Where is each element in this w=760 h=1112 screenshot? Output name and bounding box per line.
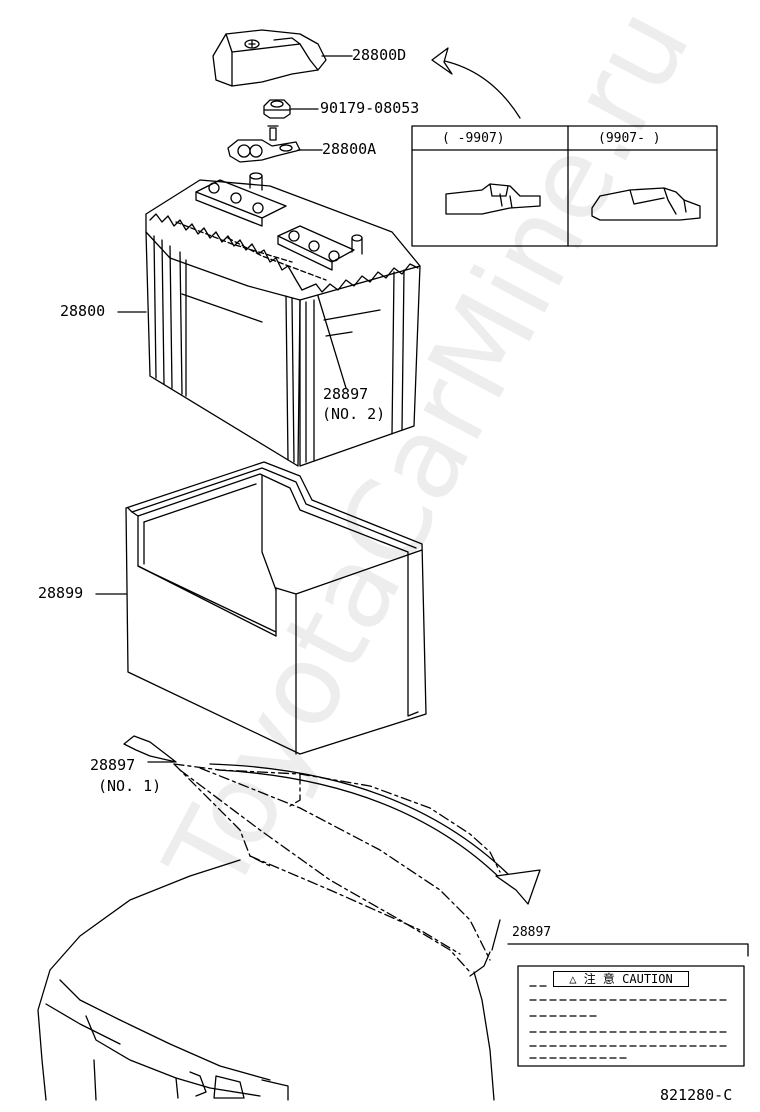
label-inset xyxy=(507,943,749,1067)
arrow-to-inset xyxy=(431,47,521,119)
caution-header: △ 注 意 CAUTION xyxy=(553,971,689,987)
battery-tray-part xyxy=(125,461,427,755)
inset-table xyxy=(411,125,718,247)
part-number-28800D: 28800D xyxy=(352,46,407,64)
figure-code: 821280-C xyxy=(660,1086,733,1104)
vehicle-body-outline xyxy=(37,859,501,1101)
part-number-28897-no1: 28897 xyxy=(90,756,136,774)
battery-part xyxy=(145,172,421,467)
inset-col2-header: (9907- ) xyxy=(598,131,661,146)
inset-col1-header: ( -9907) xyxy=(442,131,505,146)
nut-part xyxy=(263,99,291,119)
part-number-28897-no1-sub: (NO. 1) xyxy=(98,777,162,795)
leader-28897-no2 xyxy=(317,295,347,389)
arrow-to-label-inset xyxy=(209,763,541,905)
label-inset-part-number: 28897 xyxy=(512,925,552,940)
terminal-clamp-part xyxy=(227,125,301,163)
part-number-28800A: 28800A xyxy=(322,140,377,158)
part-number-28897-no2-sub: (NO. 2) xyxy=(322,405,386,423)
vehicle-front-outline xyxy=(173,763,501,973)
part-number-28897-no2: 28897 xyxy=(323,385,369,403)
terminal-cover-part xyxy=(212,29,327,87)
hood-label-part xyxy=(123,735,177,763)
part-number-90179-08053: 90179-08053 xyxy=(320,99,420,117)
part-number-28800: 28800 xyxy=(60,302,106,320)
part-number-28899: 28899 xyxy=(38,584,84,602)
